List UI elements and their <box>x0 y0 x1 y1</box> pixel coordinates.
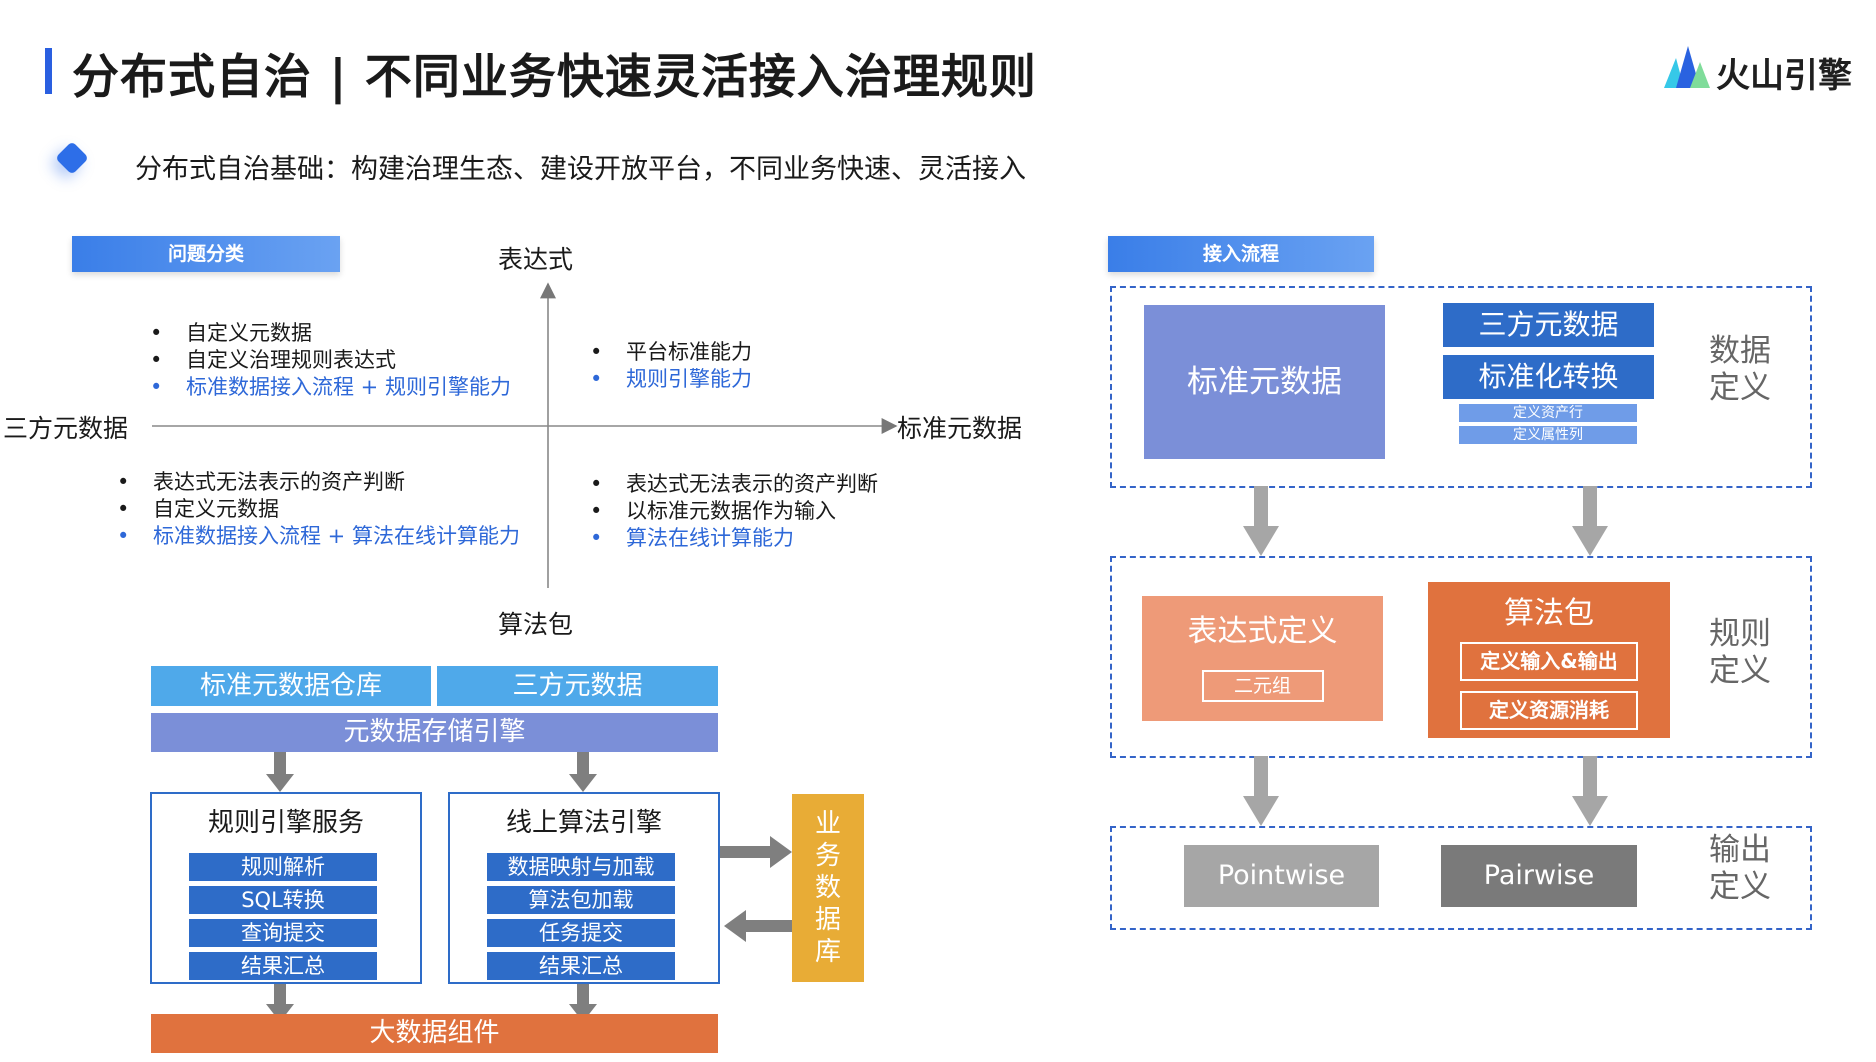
brand-logo: 火山引擎 <box>1662 42 1862 96</box>
business-db-char: 业 <box>814 809 841 839</box>
pointwise-box: Pointwise <box>1184 845 1379 907</box>
volcano-logo-icon <box>1664 46 1710 88</box>
list-item: 平台标准能力 <box>590 339 752 366</box>
page-title: 分布式自治 | 不同业务快速灵活接入治理规则 <box>72 50 1037 105</box>
title-accent-bar <box>45 48 52 94</box>
quadrant-bottom-left-list: 表达式无法表示的资产判断 自定义元数据 标准数据接入流程 + 算法在线计算能力 <box>117 469 520 550</box>
list-item: 自定义元数据 <box>150 320 511 347</box>
tag-problem-classification: 问题分类 <box>72 236 340 272</box>
rule-item: 查询提交 <box>189 919 377 947</box>
tag-onboarding-flow: 接入流程 <box>1108 236 1374 272</box>
business-database: 业 务 数 据 库 <box>792 794 864 982</box>
algorithm-package-title: 算法包 <box>1504 596 1594 631</box>
list-item: 算法在线计算能力 <box>590 525 878 552</box>
online-algorithm-engine: 线上算法引擎 数据映射与加载 算法包加载 任务提交 结果汇总 <box>448 792 720 984</box>
axis-bottom-label: 算法包 <box>498 610 574 639</box>
rule-definition-label: 规则 定义 <box>1700 616 1780 690</box>
rule-item: SQL转换 <box>189 886 377 914</box>
data-definition-section <box>1110 286 1812 488</box>
std-metadata-warehouse: 标准元数据仓库 <box>151 666 431 706</box>
algo-item: 任务提交 <box>487 919 675 947</box>
third-party-metadata-box: 三方元数据 <box>1443 303 1654 347</box>
expression-definition-title: 表达式定义 <box>1187 614 1338 649</box>
quadrant-top-right-list: 平台标准能力 规则引擎能力 <box>590 339 752 393</box>
standardization-box: 标准化转换 <box>1443 355 1654 399</box>
algo-item: 数据映射与加载 <box>487 853 675 881</box>
metadata-storage-engine: 元数据存储引擎 <box>151 713 718 752</box>
quadrant-bottom-right-list: 表达式无法表示的资产判断 以标准元数据作为输入 算法在线计算能力 <box>590 471 878 552</box>
rule-definition-section <box>1110 556 1812 758</box>
quadrant-top-left-list: 自定义元数据 自定义治理规则表达式 标准数据接入流程 + 规则引擎能力 <box>150 320 511 401</box>
algorithm-package-box: 算法包 定义输入&输出 定义资源消耗 <box>1428 582 1670 738</box>
list-item: 以标准元数据作为输入 <box>590 498 878 525</box>
rule-engine-service-title: 规则引擎服务 <box>207 808 364 838</box>
axis-left-label: 三方元数据 <box>3 414 129 443</box>
subtitle: 分布式自治基础：构建治理生态、建设开放平台，不同业务快速、灵活接入 <box>135 154 1026 185</box>
output-definition-section <box>1110 826 1812 930</box>
business-db-char: 据 <box>814 905 841 935</box>
axis-top-label: 表达式 <box>498 245 574 274</box>
standard-metadata-box: 标准元数据 <box>1144 305 1385 459</box>
list-item: 规则引擎能力 <box>590 366 752 393</box>
label-line: 定义 <box>1709 653 1771 689</box>
rule-engine-service: 规则引擎服务 规则解析 SQL转换 查询提交 结果汇总 <box>150 792 422 984</box>
label-line: 数据 <box>1709 333 1771 369</box>
data-definition-label: 数据 定义 <box>1700 333 1780 407</box>
list-item: 表达式无法表示的资产判断 <box>117 469 520 496</box>
define-resource-chip: 定义资源消耗 <box>1460 691 1638 730</box>
list-item: 标准数据接入流程 + 规则引擎能力 <box>150 374 511 401</box>
label-line: 定义 <box>1709 370 1771 406</box>
list-item: 自定义治理规则表达式 <box>150 347 511 374</box>
rule-item: 结果汇总 <box>189 952 377 980</box>
online-algorithm-engine-title: 线上算法引擎 <box>505 808 662 838</box>
business-db-char: 务 <box>814 841 841 871</box>
brand-name: 火山引擎 <box>1716 56 1852 96</box>
label-line: 输出 <box>1709 832 1771 868</box>
pairwise-box: Pairwise <box>1441 845 1637 907</box>
algo-item: 算法包加载 <box>487 886 675 914</box>
label-line: 定义 <box>1709 869 1771 905</box>
output-definition-label: 输出 定义 <box>1700 832 1780 906</box>
big-data-components: 大数据组件 <box>151 1014 718 1053</box>
define-asset-row: 定义资产行 <box>1459 404 1637 422</box>
algo-item: 结果汇总 <box>487 952 675 980</box>
business-db-char: 库 <box>814 937 841 967</box>
define-attribute-column: 定义属性列 <box>1459 426 1637 444</box>
list-item: 自定义元数据 <box>117 496 520 523</box>
list-item: 标准数据接入流程 + 算法在线计算能力 <box>117 523 520 550</box>
define-io-chip: 定义输入&输出 <box>1460 642 1638 681</box>
business-db-char: 数 <box>814 873 841 903</box>
third-party-metadata: 三方元数据 <box>437 666 718 706</box>
label-line: 规则 <box>1709 616 1771 652</box>
binary-tuple-chip: 二元组 <box>1201 670 1324 702</box>
rule-item: 规则解析 <box>189 853 377 881</box>
expression-definition-box: 表达式定义 二元组 <box>1142 596 1383 721</box>
list-item: 表达式无法表示的资产判断 <box>590 471 878 498</box>
axis-right-label: 标准元数据 <box>897 414 1023 443</box>
